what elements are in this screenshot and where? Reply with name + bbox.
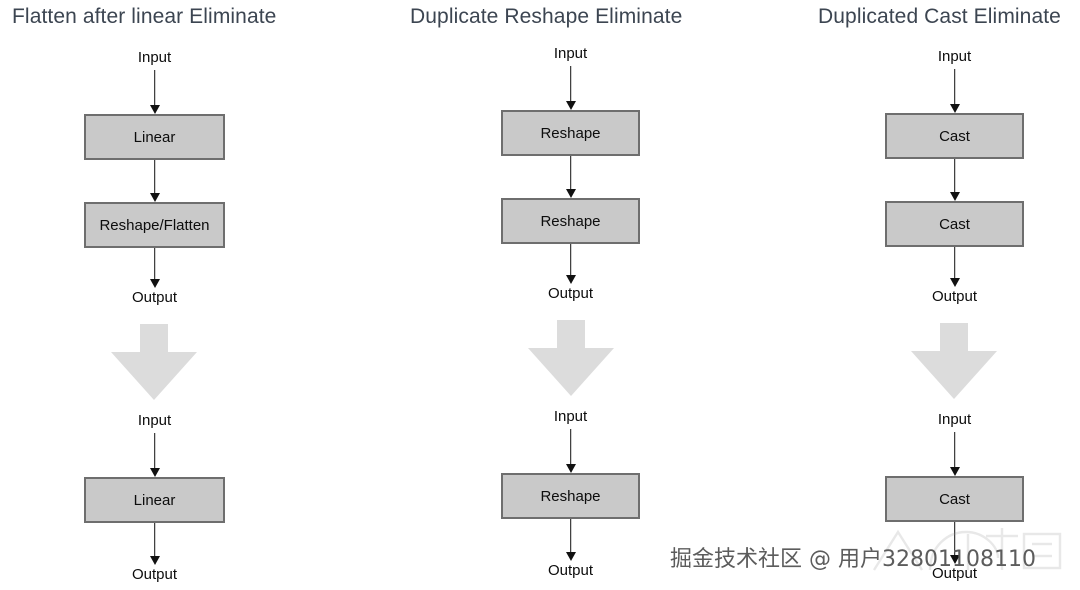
node-label: Reshape/Flatten	[99, 216, 210, 234]
input-label: Input	[137, 412, 172, 429]
node-label: Reshape	[540, 212, 601, 230]
after-graph: Input Reshape Output	[501, 409, 640, 579]
node-box[interactable]: Cast	[885, 201, 1024, 247]
node-box[interactable]: Linear	[84, 477, 225, 523]
edge-node-2-to-output	[564, 244, 577, 284]
panel-flatten-after-linear: Flatten after linear Eliminate Input Lin…	[0, 0, 380, 590]
node-label: Linear	[133, 491, 176, 509]
edge-node-1-to-output	[148, 523, 161, 565]
edge-node-1-to-node-2	[948, 159, 961, 201]
edge-node-2-to-output	[148, 248, 161, 288]
before-graph: Input Reshape Reshape Output	[501, 46, 640, 302]
edge-node-1-to-node-2	[564, 156, 577, 198]
input-label: Input	[553, 408, 588, 425]
node-box[interactable]: Cast	[885, 476, 1024, 522]
transform-down-arrow-icon	[528, 320, 614, 396]
node-box[interactable]: Reshape	[501, 110, 640, 156]
panel-title: Flatten after linear Eliminate	[12, 5, 277, 28]
edge-node-1-to-output	[564, 519, 577, 561]
output-label: Output	[547, 285, 594, 302]
edge-node-2-to-output	[948, 247, 961, 287]
edge-input-to-node-1	[948, 69, 961, 113]
edge-input-to-node-1	[564, 66, 577, 110]
output-label: Output	[931, 288, 978, 305]
after-graph: Input Cast Output	[885, 412, 1024, 582]
node-label: Reshape	[540, 487, 601, 505]
panel-duplicate-reshape: Duplicate Reshape Eliminate Input Reshap…	[380, 0, 760, 590]
output-label: Output	[547, 562, 594, 579]
input-label: Input	[937, 48, 972, 65]
node-box[interactable]: Linear	[84, 114, 225, 160]
node-box[interactable]: Reshape/Flatten	[84, 202, 225, 248]
edge-input-to-node-1	[148, 70, 161, 114]
node-label: Cast	[939, 490, 970, 508]
edge-node-1-to-node-2	[148, 160, 161, 202]
panel-title: Duplicated Cast Eliminate	[818, 5, 1061, 28]
watermark-text: 掘金技术社区 @ 用户32801108110	[670, 547, 1036, 572]
edge-input-to-node-1	[564, 429, 577, 473]
output-label: Output	[131, 566, 178, 583]
node-label: Cast	[939, 215, 970, 233]
panel-title: Duplicate Reshape Eliminate	[410, 5, 683, 28]
panel-duplicated-cast: Duplicated Cast Eliminate Input Cast Cas…	[760, 0, 1080, 590]
node-label: Reshape	[540, 124, 601, 142]
before-graph: Input Linear Reshape/Flatten Output	[84, 50, 225, 306]
node-box[interactable]: Reshape	[501, 198, 640, 244]
output-label: Output	[131, 289, 178, 306]
edge-input-to-node-1	[948, 432, 961, 476]
node-box[interactable]: Reshape	[501, 473, 640, 519]
edge-node-1-to-output	[948, 522, 961, 564]
before-graph: Input Cast Cast Output	[885, 49, 1024, 305]
node-box[interactable]: Cast	[885, 113, 1024, 159]
output-label: Output	[931, 565, 978, 582]
input-label: Input	[137, 49, 172, 66]
node-label: Linear	[133, 128, 176, 146]
edge-input-to-node-1	[148, 433, 161, 477]
transform-down-arrow-icon	[111, 324, 197, 400]
after-graph: Input Linear Output	[84, 413, 225, 583]
input-label: Input	[553, 45, 588, 62]
transform-down-arrow-icon	[911, 323, 997, 399]
input-label: Input	[937, 411, 972, 428]
node-label: Cast	[939, 127, 970, 145]
